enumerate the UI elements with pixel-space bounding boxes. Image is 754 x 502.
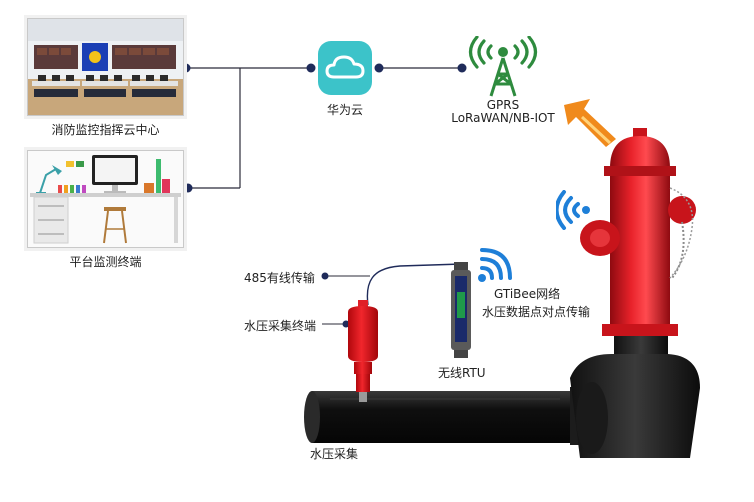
network-label-line1: GPRS: [486, 98, 520, 112]
cloud-icon: [317, 40, 373, 96]
platform-terminal-label: 平台监测终端: [69, 255, 142, 269]
upload-arrow-icon: [560, 95, 620, 150]
cable-line: [366, 263, 463, 306]
rtu-label: 无线RTU: [438, 366, 486, 380]
rtu-wifi-icon: [476, 248, 512, 284]
command-center-image: [27, 18, 184, 116]
cloud-label: 华为云: [326, 103, 363, 117]
hydrant-wifi-icon: [556, 190, 592, 230]
pipe-label: 水压采集: [310, 447, 359, 461]
node-cloud-right: [374, 63, 384, 73]
fire-hydrant: [570, 128, 710, 458]
antenna-icon: [465, 36, 541, 98]
node-cable: [321, 272, 329, 280]
command-center-label: 消防监控指挥云中心: [51, 123, 160, 137]
gtibee-label-line2: 水压数据点对点传输: [482, 305, 591, 319]
node-pressure: [342, 320, 350, 328]
node-network: [457, 63, 467, 73]
pressure-terminal-label: 水压采集终端: [244, 319, 317, 333]
platform-terminal-image: [27, 150, 184, 248]
pressure-terminal-device: [340, 300, 386, 404]
cable-label: 485有线传输: [244, 271, 315, 285]
wireless-rtu-device: [448, 262, 474, 358]
gtibee-label-line1: GTiBee网络: [494, 287, 561, 301]
network-label-line2: LoRaWAN/NB-IOT: [451, 111, 555, 125]
node-terminal: [183, 183, 193, 193]
node-cloud-left: [306, 63, 316, 73]
